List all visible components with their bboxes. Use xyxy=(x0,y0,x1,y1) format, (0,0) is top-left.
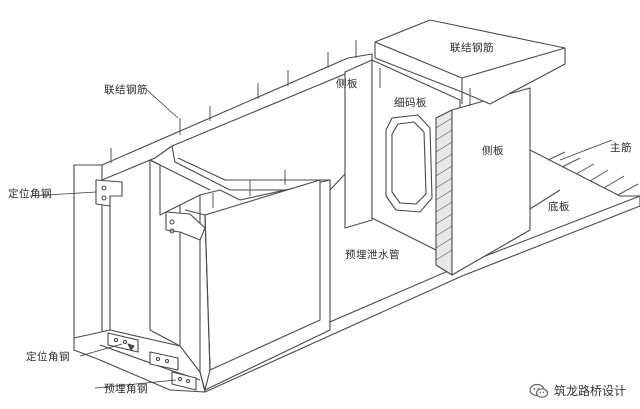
label-side-plate: 侧板 xyxy=(336,78,358,90)
leader-main-rebar xyxy=(559,139,613,161)
leader-connect-steel xyxy=(146,89,179,119)
positioning-angle-upper xyxy=(95,179,123,207)
bottom-plate-edge xyxy=(529,149,640,197)
bolt-hole xyxy=(169,219,175,225)
bottom-anchor-right xyxy=(149,351,179,371)
leader-pre-anchor xyxy=(94,379,177,389)
inner-side-panel xyxy=(344,59,373,229)
inner-opening-lip xyxy=(177,157,330,181)
label-detail-plate: 细码板 xyxy=(394,97,427,109)
bolt-hole xyxy=(169,228,175,234)
top-rail xyxy=(73,53,373,181)
detail-plate-window-inner xyxy=(391,121,427,205)
wechat-icon xyxy=(529,383,549,398)
leader-positioning-angle xyxy=(29,191,97,197)
label-bottom-plate: 底板 xyxy=(548,201,570,213)
top-cap xyxy=(374,19,566,105)
watermark: 筑龙路桥设计 xyxy=(529,382,626,399)
positioning-angle-mid xyxy=(165,211,206,241)
front-panel-top xyxy=(149,159,211,191)
label-connect-steel-left: 联结钢筋 xyxy=(104,84,148,96)
leader-positioning-bolt xyxy=(79,343,123,357)
detail-plate-window xyxy=(385,114,433,213)
label-connect-plate: 联结钢筋 xyxy=(450,42,494,54)
label-positioning-angle: 定位角钢 xyxy=(8,188,52,200)
label-pre-drain: 预埋泄水管 xyxy=(345,249,400,261)
label-positioning-bolt: 定位角钢 xyxy=(26,351,70,363)
label-main-rebar: 主筋 xyxy=(610,142,632,154)
watermark-text: 筑龙路桥设计 xyxy=(553,384,626,398)
label-pre-anchor: 预埋角钢 xyxy=(104,383,148,395)
bolt-hole xyxy=(101,185,107,191)
middle-wall-edge xyxy=(184,209,211,391)
bolt-hole xyxy=(101,195,107,201)
label-wall-plate: 侧板 xyxy=(482,145,504,157)
